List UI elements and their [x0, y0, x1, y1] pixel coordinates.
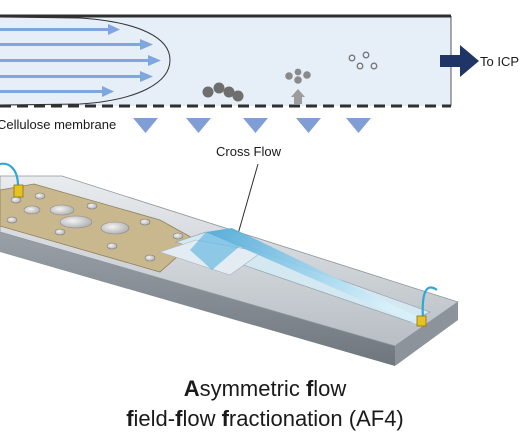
screw-hole	[6, 216, 18, 224]
cassette-right-side	[395, 302, 458, 366]
flow-arrow	[0, 71, 153, 82]
particle	[294, 76, 302, 84]
laminar-flow-arrows	[0, 24, 161, 97]
channel-inlet-wedge	[190, 232, 240, 270]
oval-cutout	[23, 205, 41, 215]
small-particles	[348, 51, 378, 70]
screw-hole	[139, 218, 151, 226]
particle	[303, 71, 311, 79]
title-segment: ractionation (AF4)	[228, 406, 404, 431]
particle	[362, 51, 370, 59]
outlet-tube	[421, 286, 438, 319]
outlet-fitting	[416, 315, 427, 327]
medium-particles	[285, 68, 311, 84]
trapezoidal-channel	[206, 228, 420, 324]
flow-arrow	[0, 86, 114, 97]
title-segment: A	[183, 376, 200, 401]
cassette-front-side	[0, 232, 395, 366]
title-segment: f	[175, 406, 183, 431]
title-segment: f	[221, 406, 229, 431]
outlet-arrow-icon	[440, 45, 479, 77]
screw-hole	[10, 196, 22, 204]
membrane-arrow	[296, 118, 321, 133]
screw-hole	[54, 228, 66, 236]
diffusion-up-arrow	[291, 89, 305, 104]
membrane-label: Cellulose membrane	[0, 117, 117, 132]
cross-flow-label: Cross Flow	[216, 144, 282, 159]
af4-cassette	[0, 162, 459, 366]
membrane-arrow	[243, 118, 268, 133]
flow-arrow	[0, 39, 153, 50]
title-segment: low	[182, 406, 222, 431]
particle	[294, 68, 302, 76]
screw-hole	[106, 242, 118, 250]
title-line-2: field-flow fractionation (AF4)	[0, 406, 530, 432]
title-segment: low	[313, 376, 347, 401]
particle	[202, 86, 214, 98]
screw-hole	[144, 254, 156, 262]
title-segment: f	[126, 406, 134, 431]
inlet-fitting	[13, 184, 24, 198]
screw-hole	[34, 192, 46, 200]
inlet-tube	[0, 162, 20, 187]
oval-cutout	[59, 215, 93, 229]
flow-arrow	[0, 55, 161, 66]
oval-cutout	[100, 221, 130, 235]
screw-hole	[86, 202, 98, 210]
particle	[232, 90, 244, 102]
membrane-arrow	[346, 118, 371, 133]
membrane-arrow	[133, 118, 158, 133]
membrane-arrow	[186, 118, 211, 133]
particle	[356, 62, 364, 70]
particle	[285, 72, 293, 80]
screw-holes	[6, 192, 184, 262]
title-segment: symmetric	[199, 376, 306, 401]
title-segment: f	[305, 376, 314, 401]
large-particles	[202, 82, 244, 102]
flow-arrow	[0, 24, 120, 35]
flow-profile-curve	[0, 16, 171, 106]
screw-hole	[172, 232, 184, 240]
particle	[370, 62, 378, 70]
to-icp-label: To ICP	[480, 54, 520, 69]
particle	[348, 54, 356, 62]
particle	[213, 82, 225, 94]
oval-cutout	[49, 204, 75, 216]
title-line-1: Asymmetric flow	[0, 376, 530, 402]
cross-flow-arrows	[133, 118, 371, 133]
title-segment: ield-	[133, 406, 176, 431]
particle	[223, 86, 235, 98]
oval-cutouts	[23, 204, 130, 235]
